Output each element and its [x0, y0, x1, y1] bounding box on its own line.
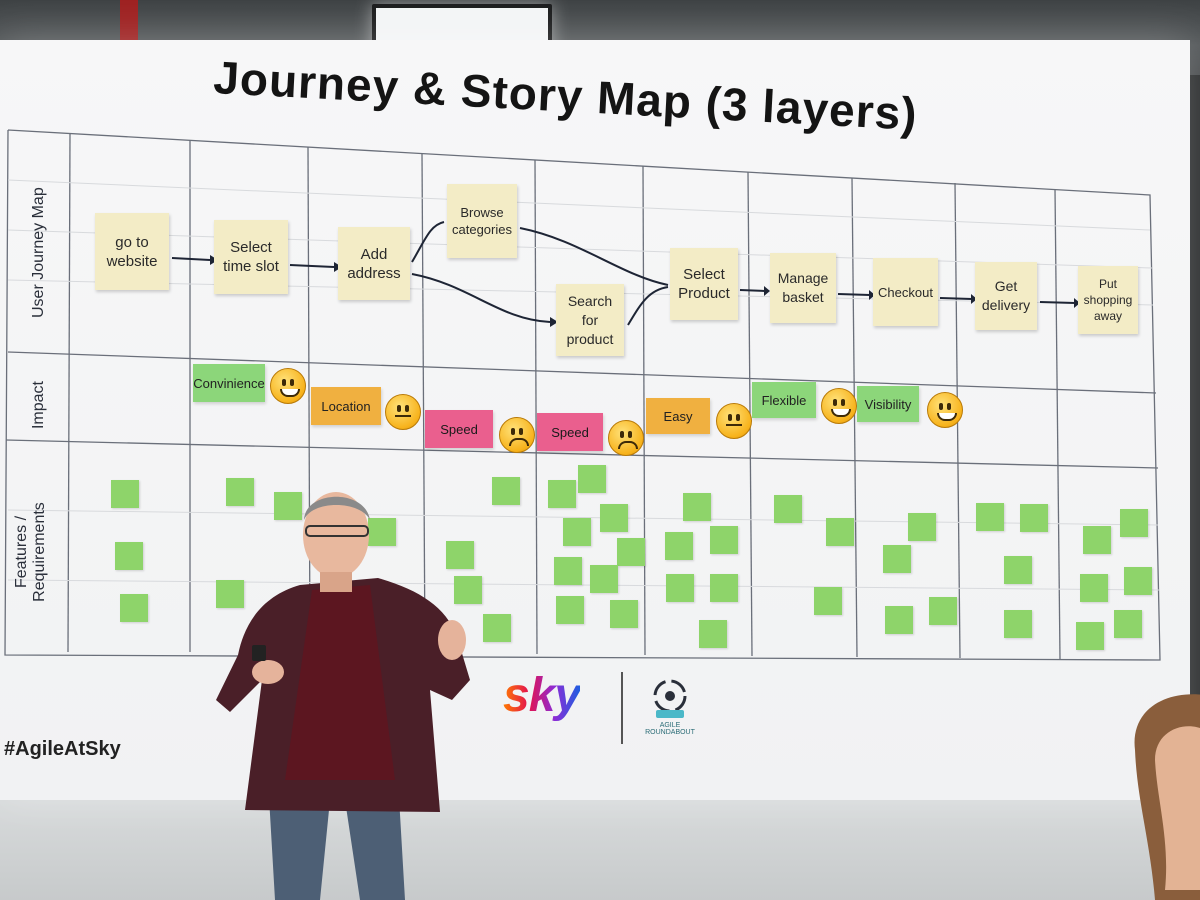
- feature-note: [929, 597, 957, 625]
- feature-note: [683, 493, 711, 521]
- journey-step-search-for-product: Search for product: [556, 284, 624, 356]
- feature-note: [563, 518, 591, 546]
- feature-note: [548, 480, 576, 508]
- agile-roundabout-logo-icon: [653, 679, 687, 718]
- feature-note: [1120, 509, 1148, 537]
- feature-note: [1083, 526, 1111, 554]
- feature-note: [556, 596, 584, 624]
- feature-note: [454, 576, 482, 604]
- feature-note: [115, 542, 143, 570]
- feature-note: [1020, 504, 1048, 532]
- feature-note: [665, 532, 693, 560]
- agile-roundabout-logo-text: AGILE ROUNDABOUT: [645, 722, 695, 736]
- feature-note: [600, 504, 628, 532]
- sky-logo: sky: [503, 669, 581, 722]
- feature-note: [826, 518, 854, 546]
- feature-note: [699, 620, 727, 648]
- feature-note: [885, 606, 913, 634]
- feature-note: [216, 580, 244, 608]
- journey-step-checkout: Checkout: [873, 258, 938, 326]
- journey-step-browse-categories: Browse categories: [447, 184, 517, 258]
- feature-note: [1080, 574, 1108, 602]
- feature-note: [483, 614, 511, 642]
- impact-note-flexible: Flexible: [752, 382, 816, 418]
- feature-note: [1004, 610, 1032, 638]
- journey-step-go-to-website: go to website: [95, 213, 169, 290]
- happy-emoji-icon: [270, 368, 306, 404]
- feature-note: [111, 480, 139, 508]
- feature-note: [883, 545, 911, 573]
- feature-note: [1076, 622, 1104, 650]
- feature-note: [1124, 567, 1152, 595]
- feature-note: [666, 574, 694, 602]
- journey-step-put-shopping-away: Put shopping away: [1078, 266, 1138, 334]
- feature-note: [908, 513, 936, 541]
- feature-note: [120, 594, 148, 622]
- journey-step-select-time-slot: Select time slot: [214, 220, 288, 294]
- feature-note: [976, 503, 1004, 531]
- feature-note: [774, 495, 802, 523]
- impact-note-speed-2: Speed: [537, 413, 603, 451]
- feature-note: [368, 518, 396, 546]
- feature-note: [814, 587, 842, 615]
- feature-note: [710, 526, 738, 554]
- neutral-emoji-icon: [385, 394, 421, 430]
- sad-emoji-icon: [499, 417, 535, 453]
- feature-note: [710, 574, 738, 602]
- audience-member: [1134, 694, 1200, 900]
- feature-note: [274, 492, 302, 520]
- red-pipe: [120, 0, 138, 46]
- feature-note: [617, 538, 645, 566]
- logo-divider: [621, 672, 623, 744]
- journey-step-manage-basket: Manage basket: [770, 253, 836, 323]
- hashtag: #AgileAtSky: [4, 738, 121, 760]
- journey-step-get-delivery: Get delivery: [975, 262, 1037, 330]
- happy-emoji-icon: [821, 388, 857, 424]
- neutral-emoji-icon: [716, 403, 752, 439]
- journey-step-add-address: Add address: [338, 227, 410, 300]
- impact-note-location: Location: [311, 387, 381, 425]
- feature-note: [578, 465, 606, 493]
- feature-note: [554, 557, 582, 585]
- sad-emoji-icon: [608, 420, 644, 456]
- impact-note-visibility: Visibility: [857, 386, 919, 422]
- journey-step-select-product: Select Product: [670, 248, 738, 320]
- feature-note: [226, 478, 254, 506]
- feature-note: [492, 477, 520, 505]
- feature-note: [1114, 610, 1142, 638]
- impact-note-easy: Easy: [646, 398, 710, 434]
- impact-note-convinience: Convinience: [193, 364, 265, 402]
- lower-wall: [0, 790, 1200, 900]
- happy-emoji-icon: [927, 392, 963, 428]
- impact-note-speed-1: Speed: [425, 410, 493, 448]
- feature-note: [1004, 556, 1032, 584]
- feature-note: [590, 565, 618, 593]
- feature-note: [446, 541, 474, 569]
- feature-note: [610, 600, 638, 628]
